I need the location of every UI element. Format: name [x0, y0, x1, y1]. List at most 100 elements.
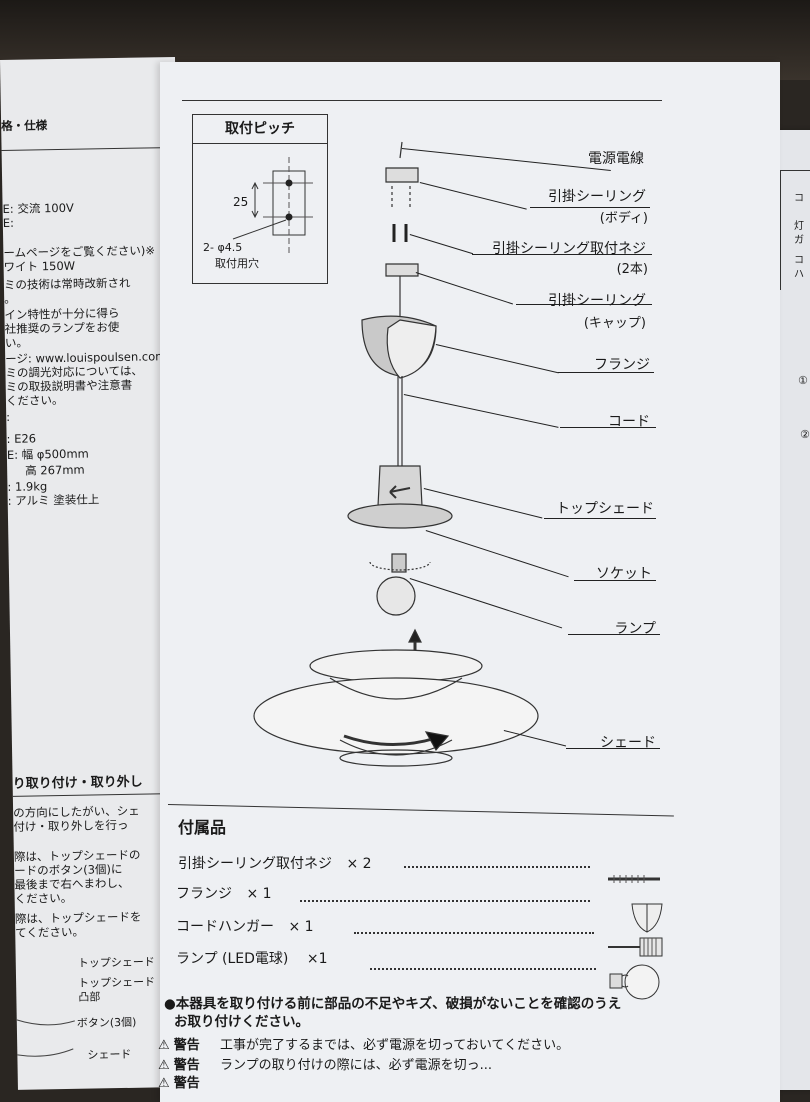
right-text-5: ハ	[794, 269, 804, 280]
mounting-pitch-box: 取付ピッチ 25 2- φ4.5 取付用穴	[192, 114, 328, 284]
dots-2	[300, 900, 590, 902]
label-ceiling-cap-sub: (キャップ)	[583, 316, 646, 331]
label-ceiling-screws: 引掛シーリング取付ネジ	[492, 241, 646, 257]
label-lamp: ランプ	[614, 621, 656, 637]
leader-shade-h	[566, 748, 660, 749]
mini-label-buttons: ボタン(3個)	[76, 1015, 137, 1030]
pitch-dim: 25	[233, 195, 249, 209]
accessories-title: 付属品	[178, 818, 227, 837]
spec-line: ください。	[5, 392, 64, 408]
warning-tag: 警告	[173, 1038, 200, 1053]
warning-icon: ⚠	[158, 1076, 170, 1091]
install-line: ください。	[14, 890, 73, 906]
flange-icon	[631, 903, 663, 933]
right-rule	[780, 170, 810, 171]
accessory-qty: × 2	[346, 856, 372, 872]
exploded-diagram	[253, 141, 539, 767]
mini-label-shade: シェード	[87, 1047, 132, 1062]
right-text-7: ②	[800, 428, 810, 441]
lamp-drawing	[376, 576, 416, 616]
mini-label-protrusion: 凸部	[78, 990, 101, 1004]
spec-line: E:	[2, 215, 15, 230]
led-bulb-icon	[609, 964, 660, 1000]
shade-main-drawing	[253, 677, 539, 755]
label-cord: コード	[608, 414, 650, 430]
spec-line: : E26	[6, 431, 37, 446]
ceiling-body-drawing	[385, 167, 419, 183]
spec-line: い。	[4, 335, 29, 350]
pitch-drawing	[232, 157, 313, 253]
spec-line: : 1.9kg	[7, 479, 48, 494]
pitch-box-title: 取付ピッチ	[193, 115, 327, 144]
leader-cap-h	[516, 304, 652, 305]
install-line: 付け・取り外しを行っ	[13, 817, 129, 834]
mini-label-topshade-2: トップシェード	[78, 975, 156, 990]
leader-body-h	[530, 207, 650, 208]
accessory-qty: × 1	[246, 886, 272, 902]
warning-row-3: ⚠ 警告	[158, 1072, 200, 1091]
warning-icon: ⚠	[158, 1038, 170, 1053]
right-text-6: ①	[798, 374, 808, 387]
spec-line: :	[6, 409, 11, 424]
right-vrule	[780, 170, 781, 290]
warning-row-2: ⚠ 警告 ランプの取り付けの際には、必ず電源を切っ...	[158, 1054, 492, 1073]
right-text-4: コ	[794, 255, 804, 266]
install-line: てください。	[15, 924, 85, 940]
leader-flange-h	[558, 372, 654, 373]
install-line: 際は、トップシェードを	[14, 909, 142, 926]
right-text-1: コ	[794, 193, 804, 204]
spec-line: ミの取扱説明書や注意書	[5, 377, 133, 394]
warning-tag: 警告	[173, 1076, 200, 1091]
accessory-row-flange: フランジ × 1	[176, 883, 272, 903]
warning-row-1: ⚠ 警告 工事が完了するまでは、必ず電源を切っておいてください。	[158, 1034, 569, 1053]
spec-line: E: 交流 100V	[2, 200, 74, 216]
accessory-row-cord-hanger: コードハンガー × 1	[176, 916, 314, 936]
label-ceiling-body: 引掛シーリング	[548, 189, 646, 205]
accessory-name: ランプ (LED電球)	[176, 951, 289, 967]
warning-text: 工事が完了するまでは、必ず電源を切っておいてください。	[219, 1038, 570, 1053]
top-shade-rim-drawing	[347, 503, 453, 529]
spec-line: ミの技術は常時改新され	[3, 275, 131, 292]
label-shade: シェード	[600, 735, 656, 751]
shade-upper-drawing	[309, 649, 483, 683]
spec-line: 高 267mm	[25, 462, 85, 478]
notice-line-2: お取り付けください。	[174, 1014, 309, 1030]
label-flange: フランジ	[594, 357, 650, 373]
dots-1	[404, 866, 590, 868]
warning-text: ランプの取り付けの際には、必ず電源を切っ...	[219, 1058, 492, 1073]
spec-line: E: 幅 φ500mm	[6, 446, 89, 462]
label-ceiling-screws-sub: (2本)	[616, 262, 648, 277]
leader-lamp-h	[568, 634, 660, 635]
right-text-3: ガ	[794, 235, 804, 246]
accessory-name: フランジ	[176, 886, 232, 902]
top-shade-body-drawing	[377, 465, 423, 507]
warning-tag: 警告	[173, 1058, 200, 1073]
hole-note: 2- φ4.5	[203, 241, 243, 254]
hole-label: 取付用穴	[215, 257, 259, 270]
accessory-row-lamp: ランプ (LED電球) ×1	[176, 948, 327, 968]
dots-3	[354, 932, 594, 934]
section-rule	[12, 793, 173, 797]
mini-diagram	[16, 1019, 75, 1057]
leader-cord-h	[560, 427, 656, 428]
label-power-wire: 電源電線	[588, 151, 644, 167]
warning-icon: ⚠	[158, 1058, 170, 1073]
spec-line: ームページをご覧ください)※	[3, 243, 156, 260]
accessory-name: 引掛シーリング取付ネジ	[178, 856, 332, 872]
accessory-qty: ×1	[306, 951, 328, 967]
label-ceiling-body-sub: (ボディ)	[599, 211, 648, 226]
spec-line: : アルミ 塗装仕上	[7, 492, 100, 508]
label-ceiling-cap: 引掛シーリング	[548, 293, 646, 309]
socket-drawing	[391, 553, 407, 573]
main-page	[160, 62, 780, 1102]
notice-line-1: ●本器具を取り付ける前に部品の不足やキズ、破損がないことを確認のうえ	[164, 996, 622, 1012]
install-line: 最後まで右へまわし、	[14, 875, 130, 892]
title-rule	[1, 147, 162, 151]
label-socket: ソケット	[596, 566, 652, 582]
spec-line: 。	[4, 291, 16, 306]
dots-4	[370, 968, 596, 970]
leader-socket-h	[574, 580, 656, 581]
spec-line: ワイト 150W	[3, 258, 76, 274]
accessory-row-screws: 引掛シーリング取付ネジ × 2	[178, 853, 372, 873]
